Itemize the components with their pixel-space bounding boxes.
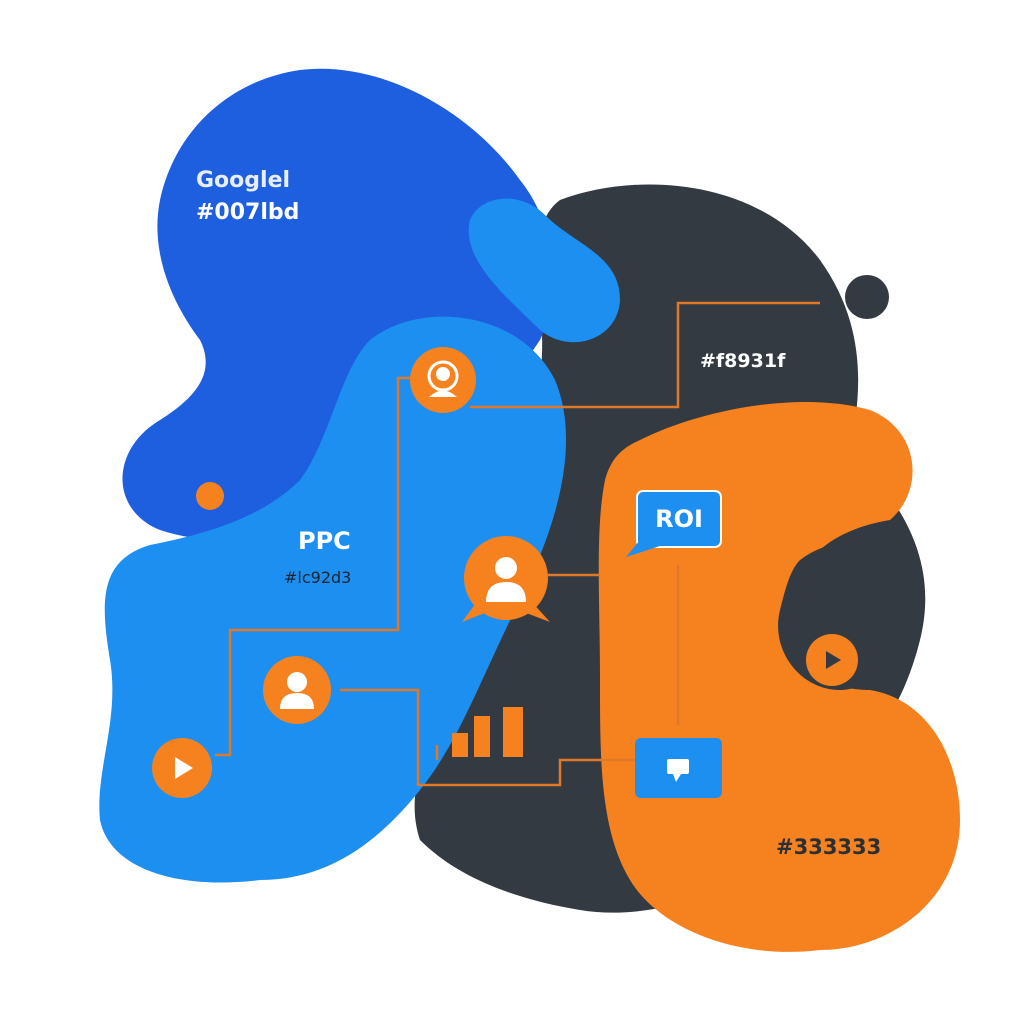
google-hex-label: #007lbd (196, 200, 300, 225)
play-icon (152, 738, 212, 798)
ppc-hex-label: #lc92d3 (284, 568, 352, 587)
google-label: Googlel (196, 168, 291, 193)
person-icon (462, 536, 550, 622)
orange-dot (196, 482, 224, 510)
dark-hex-label: #333333 (776, 835, 882, 859)
chat-bubble-icon (626, 490, 722, 557)
sky-blue-blob (99, 316, 567, 883)
person-icon (410, 347, 476, 413)
monitor-chat-icon (635, 738, 722, 798)
sky-blue-arm (468, 198, 620, 343)
ppc-label: PPC (298, 527, 351, 555)
person-icon (263, 656, 331, 724)
connection-lines (215, 301, 820, 787)
bar-chart-icon (452, 707, 523, 757)
dark-dot (845, 275, 889, 319)
play-icon (806, 634, 858, 686)
roi-label: ROI (655, 505, 703, 533)
orange-hex-label: #f8931f (700, 350, 786, 372)
